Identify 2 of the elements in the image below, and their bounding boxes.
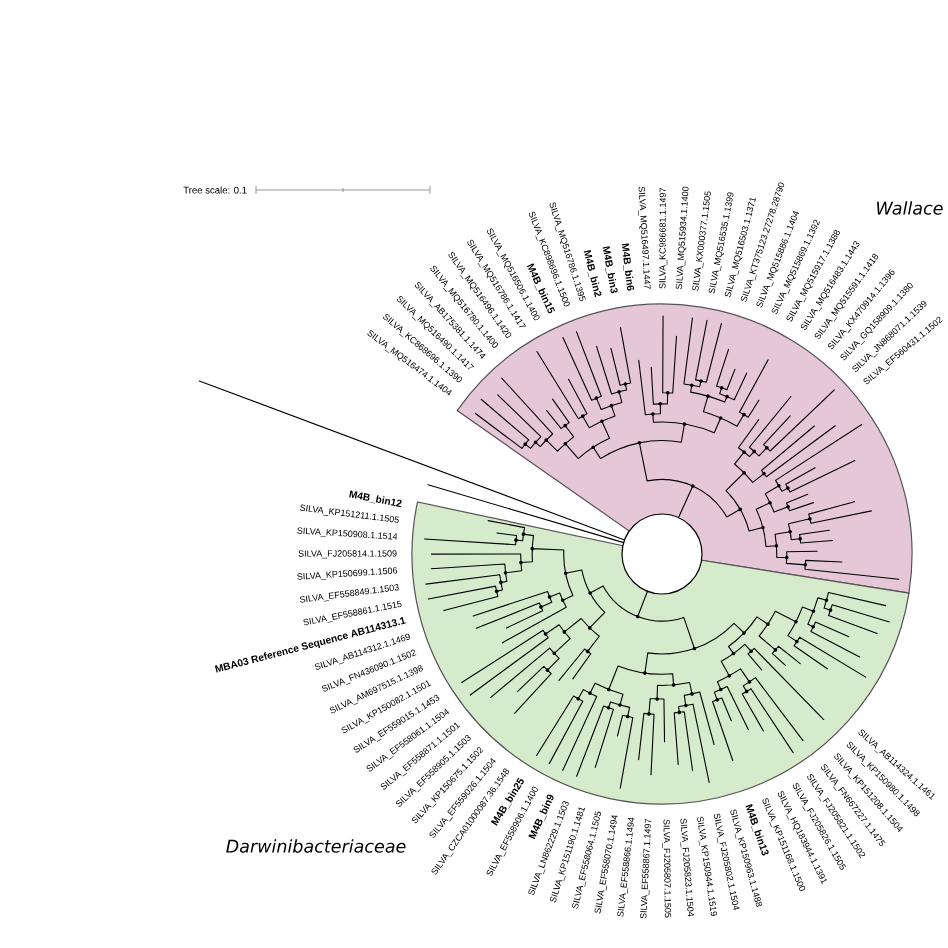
- clade-name: Darwinibacteriaceae: [226, 839, 406, 853]
- clade-name: Wallace: [877, 201, 943, 215]
